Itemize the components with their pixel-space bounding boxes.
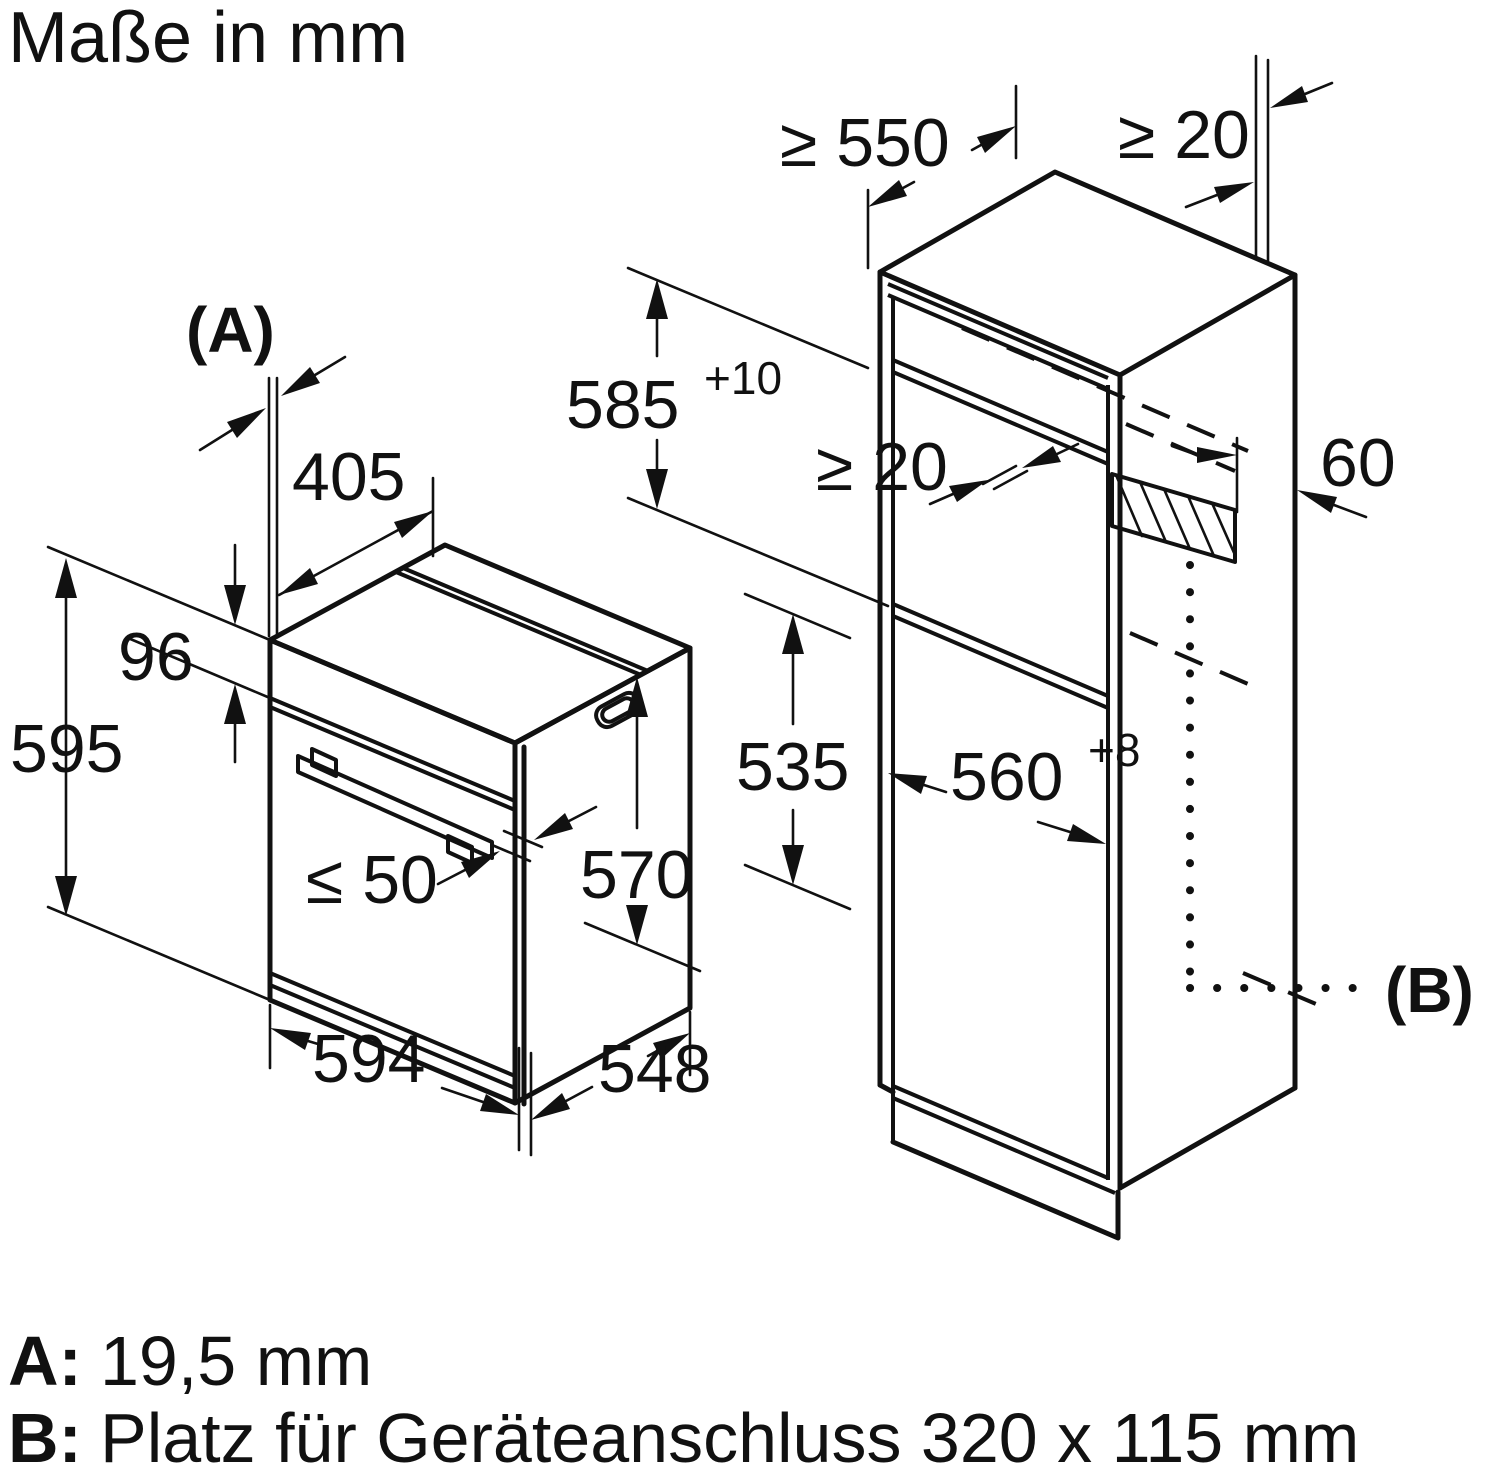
- connection-area-leader: [1186, 561, 1376, 992]
- drawing-title: Maße in mm: [8, 0, 408, 78]
- dim-panel-height: 96: [118, 619, 194, 695]
- legend: A: 19,5 mm B: Platz für Geräteanschluss …: [8, 1322, 1359, 1471]
- dim-front-height: 595: [10, 711, 123, 787]
- dim-front-width: 594: [312, 1021, 425, 1097]
- dim-vent-offset: 60: [1320, 425, 1396, 501]
- dim-body-depth: 548: [598, 1031, 711, 1107]
- legend-b-value: Platz für Geräteanschluss 320 x 115 mm: [100, 1399, 1359, 1471]
- cabinet-reference-label: (B): [1385, 954, 1474, 1026]
- dim-min-worktop-depth: ≥ 550: [780, 105, 950, 181]
- oven-dimensions: (A) 405 96 595 ≤ 50 570 535: [10, 294, 852, 1157]
- dim-top-depth: 405: [292, 439, 405, 515]
- cabinet-dimensions: ≥ 550 ≥ 20 585 +10 ≥ 20 60 560 +8: [566, 54, 1474, 1026]
- vent-cutout-hatch: [1110, 472, 1237, 564]
- dim-niche-width-tolerance: +8: [1088, 724, 1140, 776]
- dim-body-height: 570: [580, 837, 693, 913]
- dim-rear-top-gap: ≥ 20: [1118, 97, 1250, 173]
- dim-rear-height: 535: [736, 729, 849, 805]
- legend-a-value: 19,5 mm: [100, 1322, 372, 1400]
- dim-niche-height-tolerance: +10: [704, 352, 782, 404]
- dim-handle-projection: ≤ 50: [306, 842, 438, 918]
- legend-a-key: A:: [8, 1322, 82, 1400]
- legend-b-key: B:: [8, 1399, 82, 1471]
- dim-rear-vent-gap: ≥ 20: [816, 429, 948, 505]
- dim-niche-width: 560: [950, 739, 1063, 815]
- cabinet-figure: [877, 169, 1324, 1241]
- oven-figure: [267, 542, 693, 1107]
- dim-niche-height: 585: [566, 367, 679, 443]
- oven-reference-label: (A): [186, 294, 275, 366]
